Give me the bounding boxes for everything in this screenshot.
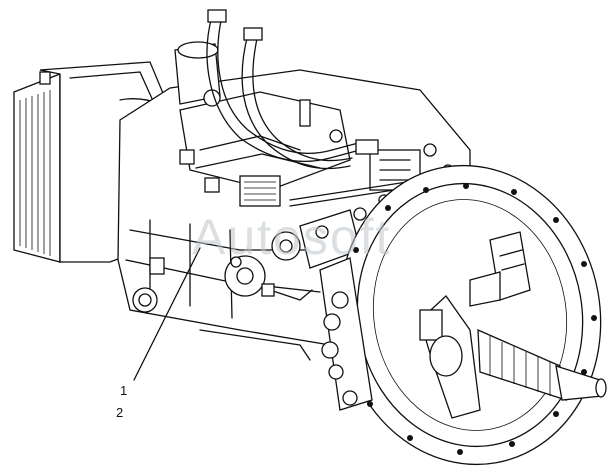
input-shaft [477,328,607,401]
air-hoses [206,9,421,207]
callout-label-2: 2 [116,405,124,420]
callout-leader [133,247,201,381]
clutch-fork [419,231,531,419]
bolt-ring [353,183,597,455]
callout-label-1: 1 [120,383,128,398]
